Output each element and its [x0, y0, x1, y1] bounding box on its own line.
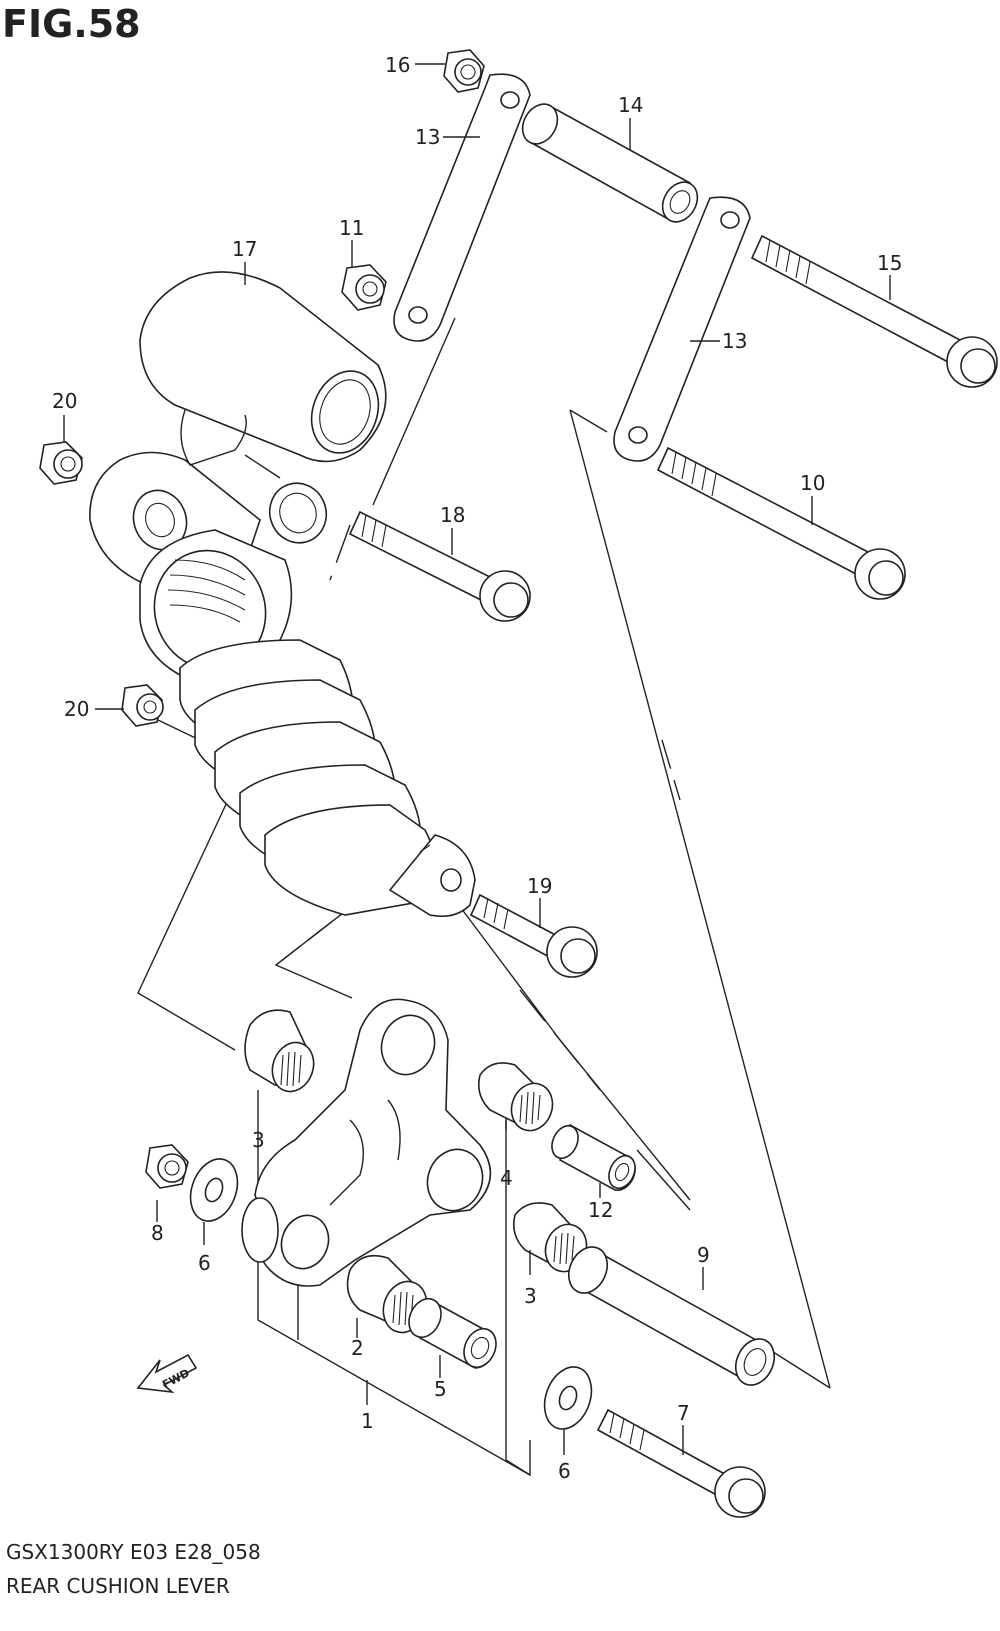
washer-6-right — [543, 1366, 593, 1430]
bolt-7 — [596, 1408, 766, 1518]
cushion-lever — [241, 998, 492, 1287]
callout-2: 2 — [351, 1336, 364, 1360]
callout-20-upper: 20 — [52, 389, 77, 413]
washer-6-left — [189, 1158, 239, 1222]
nut-20-lower — [121, 684, 164, 727]
callout-15: 15 — [877, 251, 902, 275]
callout-8: 8 — [151, 1221, 164, 1245]
callout-14: 14 — [618, 93, 643, 117]
callout-13-lower: 13 — [722, 329, 747, 353]
bearing-4 — [477, 1062, 554, 1132]
nut-16 — [443, 49, 485, 93]
callout-6-right: 6 — [558, 1459, 571, 1483]
figure-title: FIG.58 — [2, 2, 141, 46]
callout-leaders — [63, 63, 891, 1455]
bolt-10 — [656, 446, 906, 600]
callout-3-left: 3 — [252, 1128, 265, 1152]
bolt-19 — [469, 893, 598, 978]
callout-7: 7 — [677, 1401, 690, 1425]
callout-5: 5 — [434, 1377, 447, 1401]
callout-12: 12 — [588, 1198, 613, 1222]
callout-16: 16 — [385, 53, 410, 77]
bearing-3-left — [244, 1009, 315, 1093]
spacer-14 — [521, 103, 699, 223]
figure-caption: REAR CUSHION LEVER — [6, 1574, 230, 1598]
callout-13-upper: 13 — [415, 125, 440, 149]
cushion-rod-upper — [393, 73, 531, 342]
rear-shock-absorber — [89, 271, 476, 918]
nut-11 — [341, 264, 387, 311]
callout-3-right: 3 — [524, 1284, 537, 1308]
callout-9: 9 — [697, 1243, 710, 1267]
spacer-5 — [408, 1297, 497, 1369]
callout-19: 19 — [527, 874, 552, 898]
callout-10: 10 — [800, 471, 825, 495]
cushion-rod-lower — [613, 196, 751, 462]
callout-20-lower: 20 — [64, 697, 89, 721]
nut-20-upper — [39, 441, 83, 485]
callout-17: 17 — [232, 237, 257, 261]
callout-6-left: 6 — [198, 1251, 211, 1275]
callout-1: 1 — [361, 1409, 374, 1433]
model-code: GSX1300RY E03 E28_058 — [6, 1540, 261, 1564]
callout-4: 4 — [500, 1166, 513, 1190]
fwd-arrow-icon: FWD — [136, 1353, 198, 1394]
spacer-12 — [551, 1123, 636, 1191]
bolt-15 — [750, 234, 998, 388]
bolt-18 — [348, 510, 531, 622]
callout-11: 11 — [339, 216, 364, 240]
nut-8 — [145, 1144, 189, 1189]
callout-labels: 16 13 14 11 17 15 13 20 10 18 20 19 3 4 … — [52, 53, 902, 1483]
spacer-9 — [567, 1246, 776, 1386]
callout-18: 18 — [440, 503, 465, 527]
